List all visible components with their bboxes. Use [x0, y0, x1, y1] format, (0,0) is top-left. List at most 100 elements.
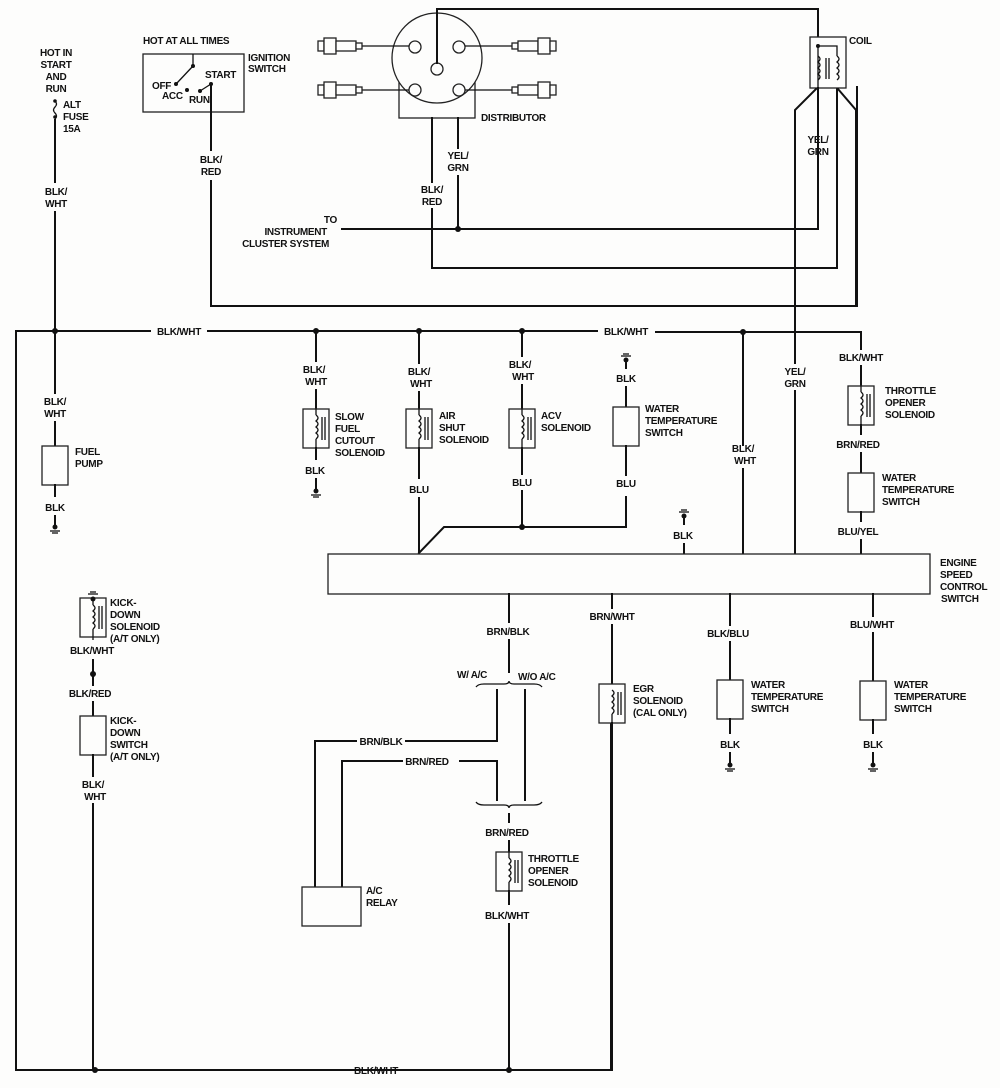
wire — [459, 760, 498, 801]
throttle-opener-solenoid-1: BLK/WHT THROTTLE OPENER SOLENOID BRN/RED — [834, 350, 937, 474]
esc-label-3: CONTROL — [940, 582, 988, 593]
ac-relay: A/C RELAY — [301, 886, 398, 927]
acv-solenoid: BLK/ WHT ACV SOLENOID BLU — [417, 330, 627, 555]
kickdown-sol-label-4: (A/T ONLY) — [110, 634, 159, 645]
wire-label-brn-blk: BRN/BLK — [487, 627, 531, 638]
wire-label-blk-wht: BLK/ — [45, 187, 68, 198]
switch-box — [716, 679, 744, 720]
wire-label-blk-wht: BLK/ — [732, 444, 755, 455]
fuse-label-2: FUSE — [63, 112, 89, 123]
wire-label-blu-yel: BLU/YEL — [838, 527, 879, 538]
slow-fuel-label-2: FUEL — [335, 424, 360, 435]
ignition-switch: HOT AT ALL TIMES IGNITION SWITCH OFF ACC… — [142, 36, 858, 307]
wire-label-blk: BLK — [616, 374, 637, 385]
distributor-terminal — [452, 40, 466, 54]
wire-label-brn-red: BRN/RED — [485, 828, 529, 839]
ignition-switch-label-1: IGNITION — [248, 53, 290, 64]
coil-box — [809, 36, 847, 89]
brace-icon — [475, 680, 543, 688]
ignition-switch-label-2: SWITCH — [248, 64, 286, 75]
egr-label-3: (CAL ONLY) — [633, 708, 687, 719]
distributor-terminal — [452, 83, 466, 97]
wire-label-blk-wht: BLK/WHT — [839, 353, 883, 364]
fuse-terminal — [53, 99, 57, 103]
solenoid-coil-icon — [520, 414, 525, 440]
coil-wire — [818, 45, 838, 56]
instrument-label-2: INSTRUMENT — [264, 227, 327, 238]
esc-ground: BLK — [673, 509, 694, 555]
without-ac-label: W/O A/C — [518, 672, 556, 683]
wire-label-blk-wht: WHT — [305, 377, 327, 388]
wire-label-blk: BLK — [720, 740, 741, 751]
egr-label-1: EGR — [633, 684, 655, 695]
throttle-1-label-1: THROTTLE — [885, 386, 937, 397]
switch-pivot — [191, 64, 195, 68]
solenoid-coil-icon — [859, 391, 864, 417]
esc-label-2: SPEED — [940, 570, 972, 581]
kickdown-sol-label-1: KICK- — [110, 598, 136, 609]
wire-label-blk-wht: WHT — [84, 792, 106, 803]
wire-label-blk: BLK — [863, 740, 884, 751]
kickdown-switch: KICK- DOWN SWITCH (A/T ONLY) BLK/ WHT — [79, 715, 160, 1071]
water-temp-3-label-2: TEMPERATURE — [751, 692, 824, 703]
wire-label-blk-wht: WHT — [512, 372, 534, 383]
spark-plug-icon — [511, 37, 557, 55]
distributor-terminal — [408, 83, 422, 97]
throttle-1-label-2: OPENER — [885, 398, 927, 409]
fuel-pump-box — [41, 445, 69, 486]
wire-label-yel-grn: GRN — [784, 379, 805, 390]
ac-relay-box — [301, 886, 362, 927]
wire — [341, 760, 403, 888]
wire-label-blk-wht: BLK/WHT — [70, 646, 114, 657]
hot-at-all-times-label: HOT AT ALL TIMES — [143, 36, 230, 47]
wire-label-yel-grn: GRN — [447, 163, 468, 174]
water-temp-4-label-2: TEMPERATURE — [894, 692, 967, 703]
fuse-label-3: 15A — [63, 124, 81, 135]
throttle-opener-solenoid-2: THROTTLE OPENER SOLENOID BLK/WHT — [485, 851, 580, 1071]
fuse-icon — [52, 100, 58, 120]
distributor-terminal — [430, 62, 444, 76]
esc-label-1: ENGINE — [940, 558, 977, 569]
kickdown-sw-label-3: SWITCH — [110, 740, 148, 751]
water-temp-3-label-1: WATER — [751, 680, 786, 691]
ground-icon — [621, 353, 631, 369]
esc-blk-wht-feed: BLK/ WHT YEL/ GRN — [732, 331, 810, 555]
instrument-label-3: CLUSTER SYSTEM — [242, 239, 329, 250]
kickdown-sw-label-2: DOWN — [110, 728, 141, 739]
kickdown-sol-label-2: DOWN — [110, 610, 141, 621]
ac-relay-label-1: A/C — [366, 886, 382, 897]
solenoid-coil-icon — [507, 857, 512, 883]
wire — [836, 87, 857, 307]
wire-label-blk-wht: WHT — [44, 409, 66, 420]
water-temp-4-label-1: WATER — [894, 680, 929, 691]
water-temp-2-label-3: SWITCH — [882, 497, 920, 508]
wire-label-blk-wht: BLK/WHT — [485, 911, 529, 922]
wire — [417, 496, 627, 555]
wire-label-yel-grn: GRN — [807, 147, 828, 158]
wire-label-blu: BLU — [616, 479, 636, 490]
wire — [794, 87, 818, 561]
wire-label-brn-red: BRN/RED — [836, 440, 880, 451]
coil-secondary-icon — [835, 55, 840, 81]
ground-icon — [679, 509, 689, 525]
wire-label-blk-wht: BLK/ — [509, 360, 532, 371]
distributor-label: DISTRIBUTOR — [481, 113, 547, 124]
wire-label-blk-wht: WHT — [410, 379, 432, 390]
with-ac-label: W/ A/C — [457, 670, 487, 681]
junction — [90, 671, 96, 677]
wire-label-blk-wht: BLK/ — [408, 367, 431, 378]
wire — [314, 740, 357, 888]
slow-fuel-cutout-solenoid: BLK/ WHT SLOW FUEL CUTOUT SOLENOID BLK — [302, 330, 385, 498]
wire-label-blk-blu: BLK/BLU — [707, 629, 749, 640]
bus-label-blk-wht: BLK/WHT — [157, 327, 201, 338]
hot-in-label-1: HOT IN — [40, 48, 72, 59]
wire-label-brn-blk: BRN/BLK — [360, 737, 404, 748]
throttle-2-label-1: THROTTLE — [528, 854, 580, 865]
esc-label-4: SWITCH — [941, 594, 979, 605]
wire-label-blk-wht: BLK/ — [82, 780, 105, 791]
wire-label-blk: BLK — [673, 531, 694, 542]
fuel-pump: BLK/ WHT FUEL PUMP BLK — [41, 330, 104, 534]
kickdown-sw-label-4: (A/T ONLY) — [110, 752, 159, 763]
coil-lead — [436, 8, 819, 64]
egr-solenoid: BRN/WHT EGR SOLENOID (CAL ONLY) — [589, 593, 687, 1071]
